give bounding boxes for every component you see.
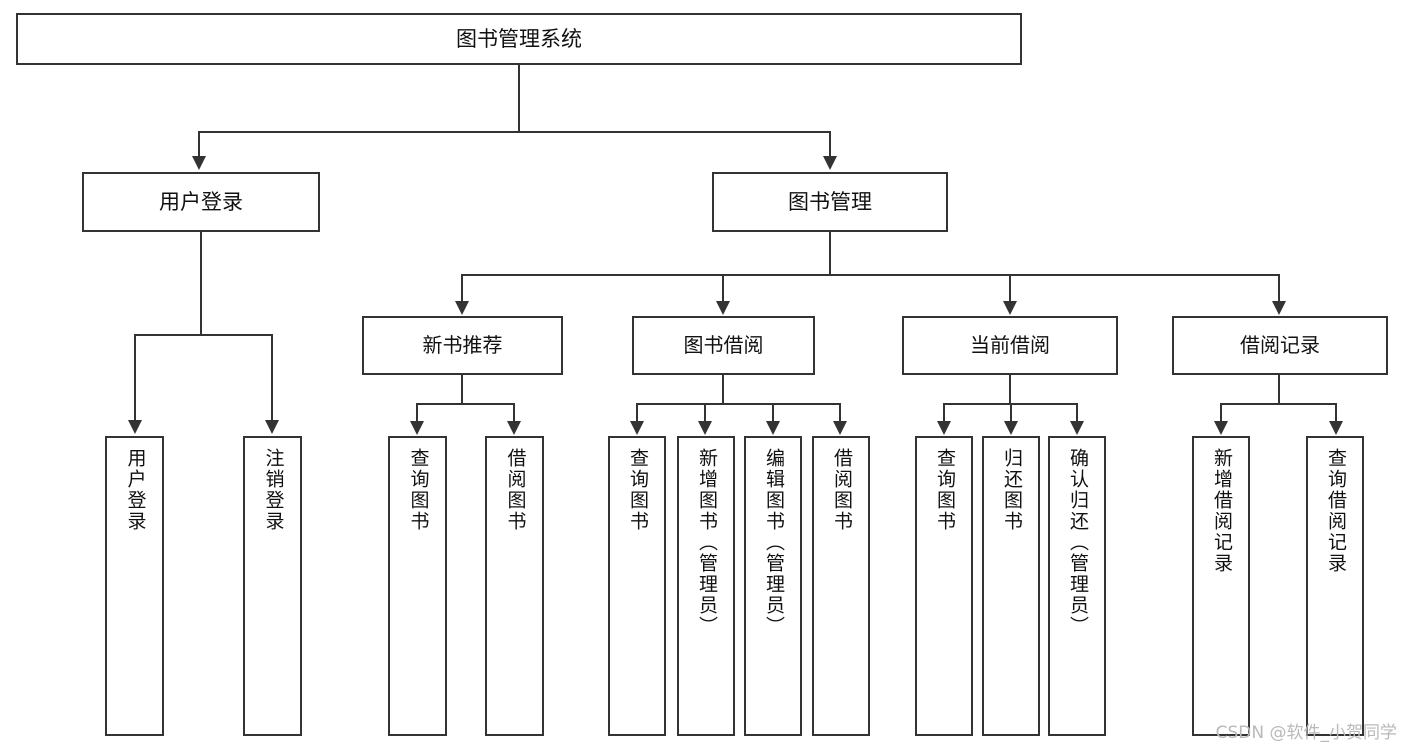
arrowhead-book-borrow-leaf1 (630, 421, 644, 435)
connector-book-borrow-stem (722, 375, 724, 404)
arrowhead-to-current-borrow (1003, 301, 1017, 315)
node-borrow-record[interactable]: 借阅记录 (1172, 316, 1388, 375)
leaf-book-borrow-edit[interactable]: 编辑图书（管理员） (744, 436, 802, 736)
leaf-current-borrow-query[interactable]: 查询图书 (915, 436, 973, 736)
leaf-book-borrow-borrow[interactable]: 借阅图书 (812, 436, 870, 736)
node-user-login[interactable]: 用户登录 (82, 172, 320, 232)
connector-borrow-record-stem (1278, 375, 1280, 404)
connector-new-book-leaf2 (513, 403, 515, 424)
connector-new-book-bar (416, 403, 515, 405)
leaf-user-login-login[interactable]: 用户登录 (105, 436, 164, 736)
arrowhead-book-borrow-leaf3 (766, 421, 780, 435)
arrowhead-to-user-login (192, 156, 206, 170)
arrowhead-current-borrow-leaf3 (1070, 421, 1084, 435)
connector-current-borrow-leaf2 (1010, 403, 1012, 424)
connector-book-borrow-leaf2 (704, 403, 706, 424)
arrowhead-current-borrow-leaf1 (937, 421, 951, 435)
connector-tier1-bar (198, 131, 831, 133)
connector-borrow-record-bar (1220, 403, 1337, 405)
node-label: 图书管理系统 (456, 26, 582, 51)
arrowhead-to-new-book (455, 301, 469, 315)
connector-borrow-record-leaf1 (1220, 403, 1222, 424)
leaf-book-borrow-add[interactable]: 新增图书（管理员） (677, 436, 735, 736)
node-current-borrow[interactable]: 当前借阅 (902, 316, 1118, 375)
connector-new-book-stem (461, 375, 463, 404)
connector-user-login-leaf2 (271, 334, 273, 422)
connector-user-login-leaf1 (134, 334, 136, 422)
leaf-label: 注销登录 (262, 448, 285, 532)
node-label: 借阅记录 (1240, 333, 1320, 357)
leaf-user-login-logout[interactable]: 注销登录 (243, 436, 302, 736)
node-book-management[interactable]: 图书管理 (712, 172, 948, 232)
leaf-label: 确认归还（管理员） (1066, 448, 1089, 637)
connector-book-borrow-leaf3 (772, 403, 774, 424)
node-label: 新书推荐 (422, 333, 503, 357)
node-new-book-recommend[interactable]: 新书推荐 (362, 316, 563, 375)
connector-book-manage-stem (829, 232, 831, 275)
arrowhead-book-borrow-leaf2 (698, 421, 712, 435)
connector-current-borrow-stem (1009, 375, 1011, 404)
leaf-borrow-record-add[interactable]: 新增借阅记录 (1192, 436, 1250, 736)
connector-book-borrow-leaf1 (636, 403, 638, 424)
leaf-label: 归还图书 (1000, 448, 1023, 532)
connector-new-book-leaf1 (416, 403, 418, 424)
leaf-label: 新增借阅记录 (1210, 448, 1233, 574)
connector-to-borrow-record (1278, 274, 1280, 303)
node-root-system[interactable]: 图书管理系统 (16, 13, 1022, 65)
connector-book-borrow-bar (636, 403, 841, 405)
leaf-label: 查询图书 (626, 448, 649, 532)
leaf-current-borrow-confirm[interactable]: 确认归还（管理员） (1048, 436, 1106, 736)
connector-user-login-stem (200, 232, 202, 335)
arrowhead-to-borrow-record (1272, 301, 1286, 315)
arrowhead-new-book-leaf2 (507, 421, 521, 435)
arrowhead-new-book-leaf1 (410, 421, 424, 435)
arrowhead-user-login-leaf2 (265, 420, 279, 434)
arrowhead-borrow-record-leaf2 (1329, 421, 1343, 435)
connector-tier2-bar (461, 274, 1280, 276)
leaf-label: 查询借阅记录 (1324, 448, 1347, 574)
connector-book-borrow-leaf4 (839, 403, 841, 424)
arrowhead-to-book-manage (823, 156, 837, 170)
arrowhead-user-login-leaf1 (128, 420, 142, 434)
leaf-label: 借阅图书 (504, 448, 527, 532)
connector-root-stem (518, 65, 520, 132)
leaf-borrow-record-query[interactable]: 查询借阅记录 (1306, 436, 1364, 736)
arrowhead-book-borrow-leaf4 (833, 421, 847, 435)
leaf-label: 新增图书（管理员） (695, 448, 718, 637)
leaf-label: 查询图书 (933, 448, 956, 532)
watermark-text: CSDN @软件_小贺同学 (1215, 723, 1397, 743)
leaf-label: 编辑图书（管理员） (762, 448, 785, 637)
connector-current-borrow-leaf3 (1076, 403, 1078, 424)
connector-borrow-record-leaf2 (1335, 403, 1337, 424)
connector-to-new-book (461, 274, 463, 303)
node-label: 当前借阅 (970, 333, 1050, 357)
connector-user-login-bar (134, 334, 273, 336)
node-label: 图书借阅 (683, 333, 764, 357)
leaf-new-book-query[interactable]: 查询图书 (388, 436, 447, 736)
connector-to-book-manage (829, 131, 831, 158)
connector-to-current-borrow (1009, 274, 1011, 303)
connector-current-borrow-leaf1 (943, 403, 945, 424)
connector-to-user-login (198, 131, 200, 158)
arrowhead-current-borrow-leaf2 (1004, 421, 1018, 435)
connector-to-book-borrow (722, 274, 724, 303)
leaf-current-borrow-return[interactable]: 归还图书 (982, 436, 1040, 736)
leaf-book-borrow-query[interactable]: 查询图书 (608, 436, 666, 736)
node-label: 用户登录 (159, 189, 243, 214)
leaf-new-book-borrow[interactable]: 借阅图书 (485, 436, 544, 736)
leaf-label: 借阅图书 (830, 448, 853, 532)
leaf-label: 查询图书 (407, 448, 430, 532)
arrowhead-to-book-borrow (716, 301, 730, 315)
leaf-label: 用户登录 (124, 448, 147, 532)
node-label: 图书管理 (788, 189, 872, 214)
arrowhead-borrow-record-leaf1 (1214, 421, 1228, 435)
node-book-borrow[interactable]: 图书借阅 (632, 316, 815, 375)
